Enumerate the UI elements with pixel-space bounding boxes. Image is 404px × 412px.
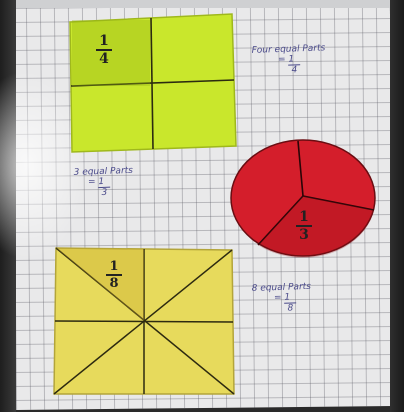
third-fraction-label: 1 3: [296, 210, 312, 242]
eighth-denominator: 8: [106, 277, 122, 290]
third-note-line2: = 1: [88, 174, 184, 187]
quarter-note-line2: = 1: [278, 52, 362, 65]
third-note-denominator: 3: [98, 187, 110, 198]
eighth-note-line2: = 1: [274, 290, 362, 303]
third-numerator: 1: [296, 210, 312, 224]
eighth-square: [54, 248, 234, 394]
quarter-denominator: 4: [96, 52, 112, 66]
quarter-note-denominator: 4: [288, 64, 300, 75]
eighth-note: 8 equal Parts = 1 8: [251, 280, 362, 315]
quarter-fraction-label: 1 4: [96, 34, 112, 66]
quarter-numerator: 1: [96, 34, 112, 48]
eighth-fraction-label: 1 8: [106, 260, 122, 290]
eighth-note-denominator: 8: [284, 302, 296, 313]
quarter-note: Four equal Parts = 1 4: [251, 42, 362, 77]
third-denominator: 3: [296, 228, 312, 242]
eighth-numerator: 1: [106, 260, 122, 273]
quarter-square: [70, 14, 236, 152]
third-note: 3 equal Parts = 1 3: [73, 164, 184, 199]
